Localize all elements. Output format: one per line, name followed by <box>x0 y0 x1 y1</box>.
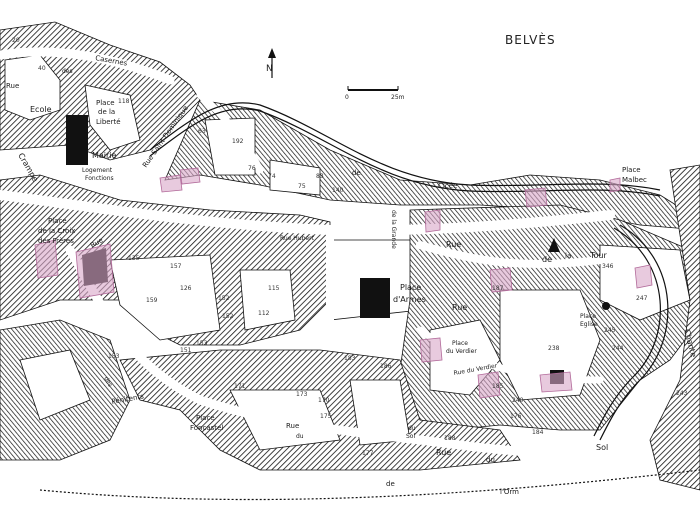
parcel-number: 126 <box>180 285 192 292</box>
parcel-number: 140 <box>332 187 344 194</box>
label-rue-tour-1: Rue <box>446 240 461 249</box>
label-mairie: Mairie <box>92 151 117 160</box>
label-place-croix-2: de la Croix <box>38 227 75 235</box>
label-de-bottom: de <box>386 480 395 488</box>
label-place-liberte-1: Place <box>96 99 115 107</box>
label-rue-sol-2: du <box>486 456 495 464</box>
scale-end: 25m <box>391 94 405 101</box>
parcel-number: 244 <box>612 345 624 352</box>
parcel-numbers: 20 40 118 63 192 76 74 75 83 140 135 157 152 126 153 15… <box>12 37 688 457</box>
label-rue-tour-2: de <box>542 255 552 264</box>
church-marker <box>548 238 560 252</box>
label-place-malbec-2: Malbec <box>622 176 647 184</box>
label-place-verdier-1: Place <box>452 340 468 347</box>
parcel-number: 238 <box>548 345 560 352</box>
label-place-armes-2: d'Armes <box>393 295 426 304</box>
mairie-building <box>66 115 88 165</box>
label-rue-casernes: Rue <box>6 82 19 90</box>
parcel-number: 192 <box>232 138 244 145</box>
parcel-number: 159 <box>146 297 158 304</box>
parcel-number: 243 <box>676 390 688 397</box>
label-cicee: Cicée <box>438 182 457 190</box>
label-de: de <box>352 169 361 177</box>
label-de-la-grande: de la Grande <box>390 210 397 249</box>
label-logement: Logement <box>82 167 113 174</box>
label-logement-2: Fonctions <box>85 175 114 182</box>
parcel-number: 40 <box>38 65 46 72</box>
scale-bar: 0 25m <box>345 86 405 101</box>
map-title: BELVÈS <box>505 33 556 47</box>
label-place-croix-3: des Frères <box>38 237 74 245</box>
parcel-number: 74 <box>268 173 276 180</box>
parcel-number: 245 <box>604 327 616 334</box>
parcel-number: 112 <box>258 310 270 317</box>
parcel-number: 115 <box>268 285 280 292</box>
building-blocks <box>0 21 700 491</box>
label-place-eglise-2: Eglise <box>580 321 598 328</box>
label-place-foncastel-2: Foncastel <box>190 424 223 432</box>
label-place-du-2: du <box>408 425 416 432</box>
parcel-number: 175 <box>320 413 332 420</box>
label-du: du <box>296 433 304 440</box>
label-place-liberte-3: Liberté <box>96 118 121 126</box>
label-place-croix-1: Place <box>48 217 67 225</box>
label-orm: l'Orm <box>500 488 519 496</box>
label-place-du-sol: Sol <box>406 433 415 440</box>
label-ecole: Ecole <box>30 105 52 114</box>
label-des: des <box>102 376 113 389</box>
parcel-number: 152 <box>222 313 234 320</box>
parcel-number: 76 <box>248 165 256 172</box>
rampart-walls <box>39 102 700 501</box>
parcel-number: 346 <box>602 263 614 270</box>
parcel-number: 183 <box>344 355 356 362</box>
label-rue-tour-4: la <box>565 252 571 260</box>
halle-building <box>360 278 390 318</box>
label-place-foncastel-1: Place <box>196 414 215 422</box>
parcel-number: 63 <box>198 128 206 135</box>
parcel-number: 173 <box>296 391 308 398</box>
label-place-armes-1: Place <box>400 283 421 292</box>
parcel-number: 152 <box>218 295 230 302</box>
parcel-number: 240 <box>512 397 524 404</box>
parcel-number: 20 <box>12 37 20 44</box>
parcel-number: 186 <box>380 363 392 370</box>
parcel-number: 151 <box>180 347 192 354</box>
parcel-number: 188 <box>444 435 456 442</box>
label-rue-hubert: Rue Hubert <box>280 235 315 242</box>
parcel-number: 185 <box>492 383 504 390</box>
well-marker <box>602 302 610 310</box>
label-rue-bottom: Rue <box>286 422 299 430</box>
scale-start: 0 <box>345 94 349 101</box>
parcel-number: 184 <box>532 429 544 436</box>
highlighted-parcels <box>34 167 653 399</box>
parcel-number: 247 <box>636 295 648 302</box>
parcel-number: 187 <box>492 285 504 292</box>
label-place-eglise: Place <box>580 313 596 320</box>
label-rue-sol-1: Rue <box>436 448 451 457</box>
label-place-malbec-1: Place <box>622 166 641 174</box>
parcel-number: 176 <box>510 413 522 420</box>
north-arrow: N <box>266 48 276 78</box>
label-rue-tour-3: Tour <box>589 251 607 260</box>
label-rue-lower: Rue <box>452 303 467 312</box>
label-des-casernes: des <box>62 68 73 75</box>
parcel-number: 171 <box>234 383 246 390</box>
parcel-number: 157 <box>170 263 182 270</box>
parcel-number: 170 <box>318 397 330 404</box>
label-rue-sol-3: Sol <box>596 443 608 452</box>
parcel-number: 135 <box>128 255 140 262</box>
parcel-number: 83 <box>316 173 324 180</box>
parcel-number: 118 <box>118 98 130 105</box>
label-place-liberte-2: de la <box>98 108 115 116</box>
parcel-number: 153 <box>196 340 208 347</box>
label-place-verdier-2: du Verdier <box>446 348 477 355</box>
parcel-number: 177 <box>362 450 374 457</box>
north-label: N <box>266 64 273 74</box>
parcel-number: 153 <box>108 353 120 360</box>
parcel-number: 75 <box>298 183 306 190</box>
